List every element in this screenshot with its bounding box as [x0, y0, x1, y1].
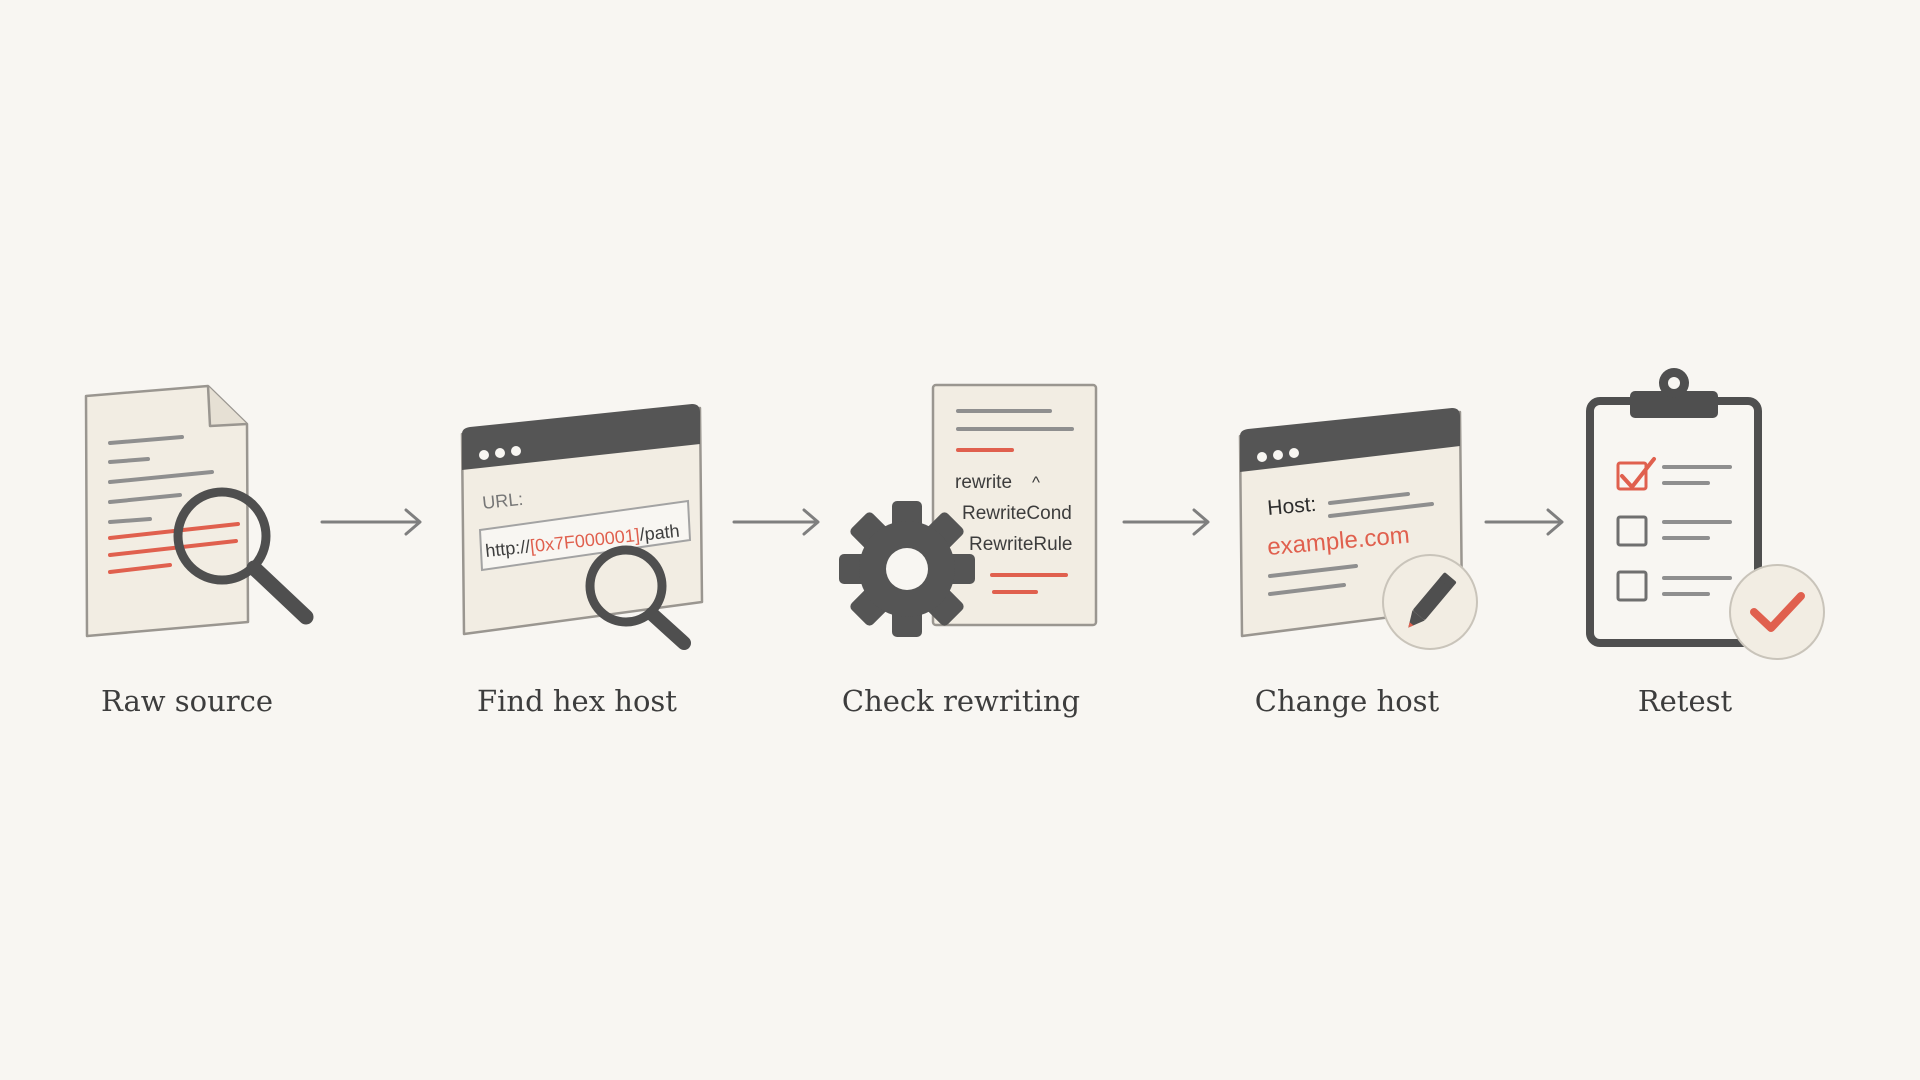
flow-arrow	[1122, 508, 1210, 536]
step-label-retest: Retest	[1637, 684, 1733, 718]
clipboard-check-icon	[1586, 368, 1825, 660]
caret-symbol: ^	[1032, 473, 1040, 492]
rewrite-keyword: rewrite	[955, 472, 1012, 493]
url-label: URL:	[481, 489, 524, 513]
host-label: Host:	[1266, 493, 1317, 520]
step-label-raw-source: Raw source	[100, 684, 274, 718]
gear-config-icon: rewrite ^ RewriteCond RewriteRule	[839, 383, 1098, 637]
pencil-icon	[1408, 572, 1457, 628]
step-label-change-host: Change host	[1254, 684, 1440, 718]
flow-arrow	[732, 508, 820, 536]
flow-arrow	[1484, 508, 1564, 536]
rewrite-rule: RewriteRule	[969, 534, 1072, 555]
gear-icon	[839, 501, 975, 637]
rewrite-cond: RewriteCond	[962, 503, 1072, 524]
document-magnifier-icon	[84, 384, 314, 638]
browser-edit-icon: Host: example.com	[1238, 408, 1478, 650]
check-icon	[1750, 592, 1805, 632]
step-label-find-hex-host: Find hex host	[477, 684, 677, 718]
step-label-check-rewriting: Check rewriting	[841, 684, 1081, 718]
flow-arrow	[320, 508, 422, 536]
browser-magnifier-icon: URL: http://[0x7F000001]/path	[460, 404, 704, 650]
